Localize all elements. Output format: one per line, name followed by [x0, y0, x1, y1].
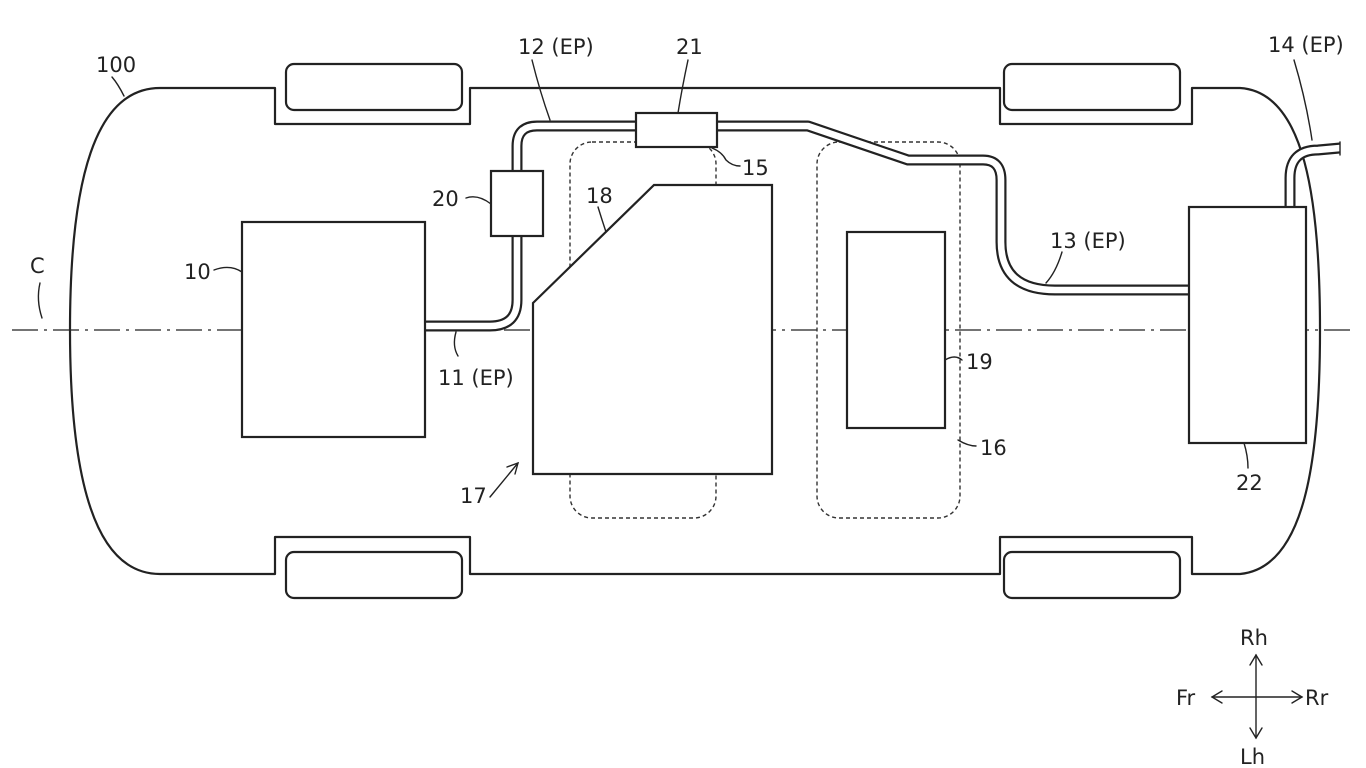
unit-10-box — [240, 220, 427, 439]
label-12: 12 (EP) — [518, 35, 594, 59]
leader-14 — [1293, 59, 1313, 141]
label-100: 100 — [96, 53, 136, 77]
arrow-right-hand-icon — [1249, 653, 1263, 666]
leader-11 — [453, 331, 459, 357]
leader-20 — [465, 196, 492, 205]
label-13: 13 (EP) — [1050, 229, 1126, 253]
direction-right-label: Rh — [1240, 626, 1268, 650]
exhaust-pipe-11-12-inner — [425, 122, 1190, 330]
wheel-rear-right — [1002, 62, 1182, 112]
leader-13 — [1045, 251, 1063, 284]
label-17: 17 — [460, 484, 487, 508]
leader-17 — [489, 462, 519, 498]
direction-left-label: Lh — [1240, 745, 1265, 768]
leader-21 — [677, 59, 689, 114]
leader-18 — [597, 206, 607, 233]
wheel-front-right — [284, 62, 464, 112]
label-20: 20 — [432, 187, 459, 211]
leader-c — [37, 282, 43, 319]
arrow-front-icon — [1210, 690, 1223, 704]
label-22: 22 — [1236, 471, 1263, 495]
label-10: 10 — [184, 260, 211, 284]
label-11: 11 (EP) — [438, 366, 514, 390]
leader-16 — [957, 439, 977, 447]
vehicle-body-outline — [68, 86, 1322, 576]
label-19: 19 — [966, 350, 993, 374]
label-21: 21 — [676, 35, 703, 59]
label-c: C — [30, 254, 45, 278]
part-20-box — [489, 169, 545, 238]
part-21-box — [634, 111, 719, 149]
label-14: 14 (EP) — [1268, 33, 1344, 57]
leader-12 — [531, 59, 551, 121]
leader-19 — [944, 356, 963, 361]
part-18-shape — [531, 183, 774, 476]
arrow-left-hand-icon — [1249, 727, 1263, 740]
region-16-dashed — [816, 141, 961, 519]
part-22-box — [1187, 205, 1308, 445]
leader-10 — [213, 266, 243, 273]
label-15: 15 — [742, 156, 769, 180]
leader-17-arrowhead — [506, 461, 520, 475]
leader-100 — [111, 76, 125, 97]
arrow-rear-icon — [1291, 690, 1304, 704]
direction-front-label: Fr — [1176, 686, 1196, 710]
label-16: 16 — [980, 436, 1007, 460]
wheel-rear-left — [1002, 550, 1182, 600]
part-19-box — [845, 230, 947, 430]
leader-22 — [1243, 442, 1249, 469]
exhaust-pipe-14-inner — [1286, 144, 1341, 208]
direction-indicator: Fr Rr Rh Lh — [1176, 626, 1329, 768]
leader-15 — [711, 147, 741, 167]
label-18: 18 — [586, 184, 613, 208]
wheel-front-left — [284, 550, 464, 600]
direction-rear-label: Rr — [1305, 686, 1329, 710]
